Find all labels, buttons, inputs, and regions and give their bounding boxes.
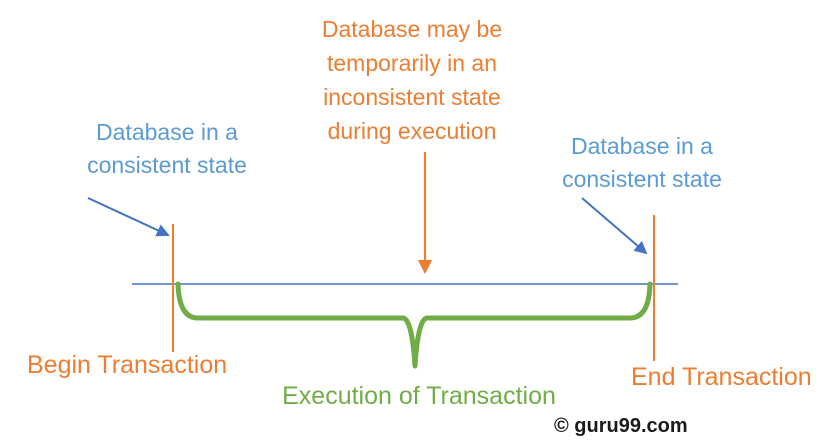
execution-brace: [175, 281, 653, 369]
execution-of-transaction-label: Execution of Transaction: [282, 382, 556, 410]
inconsistent-state-note-line: Database may be: [321, 16, 503, 42]
inconsistent-state-note-line: temporarily in an: [326, 50, 498, 76]
right-consistent-state-line: Database in a: [571, 133, 713, 159]
end-transaction-label: End Transaction: [631, 363, 812, 391]
inconsistent-state-note-line: inconsistent state: [323, 84, 501, 110]
left-consistent-state-line: consistent state: [87, 152, 247, 178]
inconsistent-state-note: Database may be temporarily in an incons…: [297, 12, 527, 148]
left-consistent-arrow: [87, 197, 170, 237]
guru99-watermark: © guru99.com: [554, 415, 688, 437]
begin-transaction-label: Begin Transaction: [27, 351, 228, 379]
left-consistent-state-line: Database in a: [96, 119, 238, 145]
right-consistent-arrow: [581, 197, 648, 255]
left-consistent-state-label: Database in a consistent state: [57, 116, 277, 182]
inconsistent-state-note-line: during execution: [327, 118, 497, 144]
right-consistent-state-label: Database in a consistent state: [532, 130, 752, 196]
right-consistent-state-line: consistent state: [562, 166, 722, 192]
